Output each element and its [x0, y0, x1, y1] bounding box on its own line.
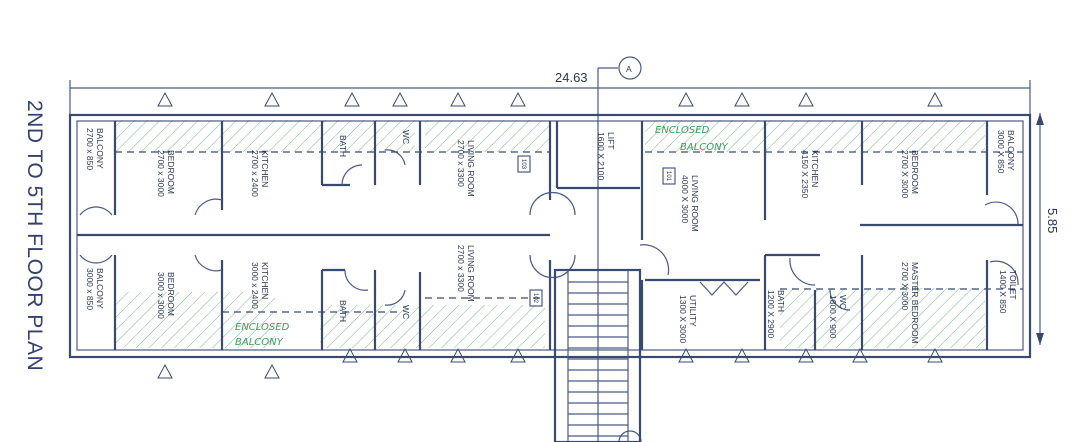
window-marker-icon — [798, 347, 814, 363]
window-marker-icon — [397, 347, 413, 363]
room-label: KITCHEN4150 X 2350 — [800, 150, 820, 198]
room-label: BEDROOM2700 x 3000 — [156, 150, 176, 197]
section-marker-a: A — [597, 56, 642, 442]
room-label: BATH1200 X 2900 — [766, 290, 786, 338]
window-marker-icon — [264, 363, 280, 379]
handwritten-notes: ENCLOSED BALCONY ENCLOSED BALCONY — [235, 125, 729, 348]
room-label: BALCONY3000 X 850 — [996, 130, 1016, 174]
room-label: TOILET1400 X 850 — [998, 270, 1018, 314]
room-label: MASTER BEDROOM2700 X 3000 — [900, 262, 920, 344]
room-label: LIVING ROOM2700 x 3300 — [456, 140, 476, 197]
room-label: WC — [401, 130, 411, 144]
room-label: WC — [401, 305, 411, 319]
svg-text:BALCONY: BALCONY — [235, 337, 284, 348]
width-dimension: 5.85 — [1036, 113, 1060, 345]
window-marker-icon — [510, 91, 526, 107]
room-label: LIFT1600 X 2100 — [596, 132, 616, 180]
room-label: KITCHEN3000 x 2400 — [250, 262, 270, 309]
window-marker-icon — [157, 91, 173, 107]
window-marker-icon — [678, 347, 694, 363]
window-marker-icon — [344, 91, 360, 107]
window-marker-icon — [734, 347, 750, 363]
svg-text:BALCONY: BALCONY — [680, 142, 729, 153]
room-label: BEDROOM2700 X 3000 — [900, 150, 920, 198]
window-marker-icon — [342, 347, 358, 363]
doors — [79, 149, 1019, 311]
window-marker-icon — [734, 91, 750, 107]
width-label: 5.85 — [1045, 208, 1060, 233]
window-marker-icon — [264, 91, 280, 107]
room-label: BEDROOM3000 x 3000 — [156, 272, 176, 319]
enclosed-balcony-note-2: ENCLOSED — [235, 322, 290, 333]
plan-title: 2ND TO 5TH FLOOR PLAN — [23, 100, 46, 371]
window-marker-icon — [157, 363, 173, 379]
room-label: BATH — [338, 300, 348, 322]
window-marker-icon — [798, 91, 814, 107]
room-label: BALCONY2700 x 850 — [85, 128, 105, 170]
unit-tags: 103 102 101 — [517, 155, 676, 307]
window-marker-icon — [678, 91, 694, 107]
window-marker-icon — [450, 91, 466, 107]
window-marker-icon — [927, 347, 943, 363]
unit-tag-103: 103 — [520, 159, 526, 170]
walls — [68, 113, 1032, 359]
room-label: UTILITY1300 X 3000 — [678, 295, 698, 343]
window-marker-icon — [450, 347, 466, 363]
svg-text:A: A — [626, 64, 632, 74]
enclosed-balcony-note-1: ENCLOSED — [655, 125, 710, 136]
hatched-areas — [115, 120, 985, 348]
room-label: WC1800 X 900 — [828, 295, 848, 339]
length-label: 24.63 — [555, 70, 588, 85]
room-label: BALCONY3000 x 850 — [85, 268, 105, 310]
room-label: LIVING ROOM2700 x 3300 — [456, 245, 476, 302]
window-marker-icon — [392, 91, 408, 107]
room-label: BATH — [338, 135, 348, 157]
unit-tag-102: 102 — [532, 293, 538, 304]
window-markers — [157, 91, 943, 379]
staircase — [553, 268, 642, 442]
length-dimension: 24.63 — [69, 70, 1031, 118]
dashed-lines — [115, 151, 1023, 313]
room-label: LIVING ROOM4000 X 3000 — [680, 175, 700, 232]
room-label: KITCHEN2700 x 2400 — [250, 150, 270, 197]
unit-tag-101: 101 — [665, 171, 671, 182]
window-marker-icon — [852, 347, 868, 363]
window-marker-icon — [927, 91, 943, 107]
window-marker-icon — [510, 347, 526, 363]
